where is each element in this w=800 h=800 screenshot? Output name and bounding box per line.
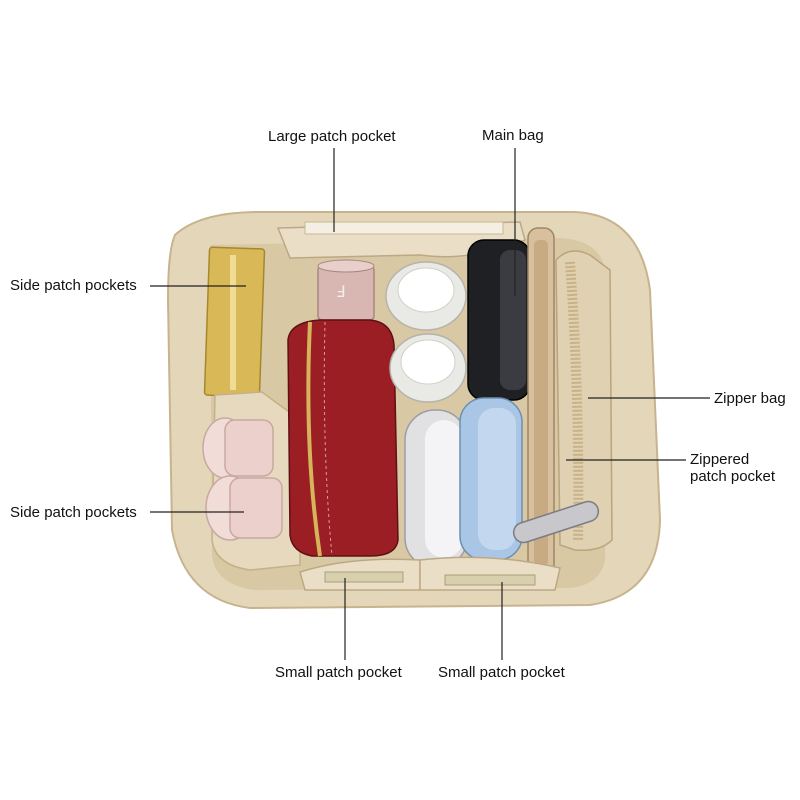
gold-compact-edge xyxy=(230,255,236,390)
label-main-bag: Main bag xyxy=(482,127,544,144)
white-bottle-bottom xyxy=(389,333,467,403)
zipper-bag-shape xyxy=(512,250,613,552)
lipstick-logo: Ⅎ xyxy=(336,282,346,301)
label-side-patch-pockets-top: Side patch pockets xyxy=(10,277,137,294)
blush-bottle-bottom xyxy=(205,475,283,541)
phone xyxy=(527,227,555,579)
label-large-patch-pocket: Large patch pocket xyxy=(268,128,396,145)
label-small-patch-pocket-right: Small patch pocket xyxy=(438,664,565,681)
label-zipper-bag: Zipper bag xyxy=(714,390,786,407)
silver-compact xyxy=(404,409,468,569)
lipstick xyxy=(317,259,375,321)
blue-compact xyxy=(459,397,523,561)
white-bottle-top xyxy=(385,261,467,331)
black-compact xyxy=(467,239,531,401)
label-side-patch-pockets-bottom: Side patch pockets xyxy=(10,504,137,521)
label-small-patch-pocket-left: Small patch pocket xyxy=(275,664,402,681)
blush-bottle-top xyxy=(202,417,274,479)
papers-in-pocket xyxy=(304,221,504,235)
card-in-right-pocket xyxy=(444,574,536,586)
label-zippered-patch-pocket: Zippered patch pocket xyxy=(690,451,776,485)
card-in-left-pocket xyxy=(324,571,404,583)
red-zipper-pouch xyxy=(287,319,399,557)
